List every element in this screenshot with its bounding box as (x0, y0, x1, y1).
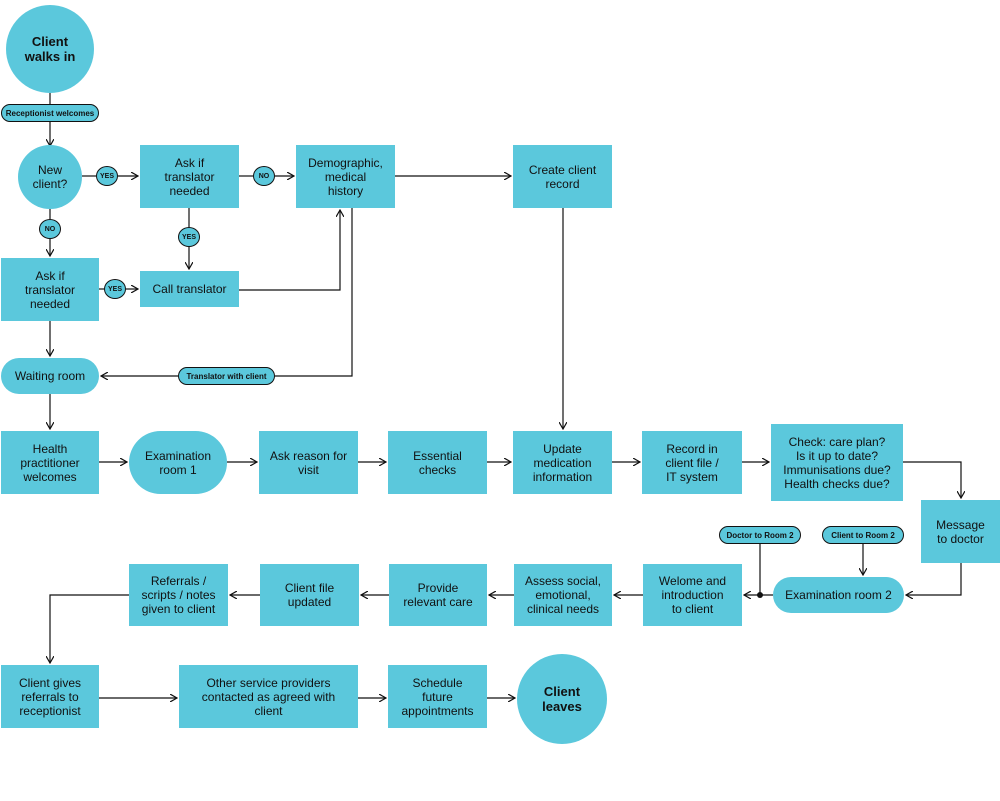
update-medication-box: Update medication information (513, 431, 612, 494)
call-translator-box: Call translator (140, 271, 239, 307)
ask-translator-box-2: Ask if translator needed (1, 258, 99, 321)
create-client-record-box: Create client record (513, 145, 612, 208)
record-client-file-box: Record in client file / IT system (642, 431, 742, 494)
welcome-introduction-box: Welome and introduction to client (643, 564, 742, 626)
ask-reason-box: Ask reason for visit (259, 431, 358, 494)
client-gives-referrals-box: Client gives referrals to receptionist (1, 665, 99, 728)
check-care-plan-box: Check: care plan? Is it up to date? Immu… (771, 424, 903, 501)
assess-needs-box: Assess social, emotional, clinical needs (514, 564, 612, 626)
demographic-history-box: Demographic, medical history (296, 145, 395, 208)
connector-message-exam2 (906, 563, 962, 595)
connector-call-demographic (239, 210, 340, 291)
other-service-providers-box: Other service providers contacted as agr… (179, 665, 358, 728)
client-leaves-node: Client leaves (517, 654, 607, 744)
examination-room-2-node: Examination room 2 (773, 577, 904, 613)
yes-badge-translator-2: YES (104, 279, 126, 299)
yes-badge-translator-1: YES (178, 227, 200, 247)
connector-demographic-translator (275, 208, 353, 377)
schedule-appointments-box: Schedule future appointments (388, 665, 487, 728)
provide-care-box: Provide relevant care (389, 564, 487, 626)
junction-dot (757, 592, 763, 598)
no-badge-translator-1: NO (253, 166, 275, 186)
receptionist-welcomes-tag: Receptionist welcomes (1, 104, 99, 122)
client-file-updated-box: Client file updated (260, 564, 359, 626)
referrals-given-box: Referrals / scripts / notes given to cli… (129, 564, 228, 626)
health-practitioner-box: Health practitioner welcomes (1, 431, 99, 494)
doctor-to-room-2-tag: Doctor to Room 2 (719, 526, 801, 544)
translator-with-client-tag: Translator with client (178, 367, 275, 385)
client-to-room-2-tag: Client to Room 2 (822, 526, 904, 544)
ask-translator-box-1: Ask if translator needed (140, 145, 239, 208)
waiting-room-node: Waiting room (1, 358, 99, 394)
yes-badge-new-client: YES (96, 166, 118, 186)
no-badge-new-client: NO (39, 219, 61, 239)
client-walks-in-node: Client walks in (6, 5, 94, 93)
examination-room-1-node: Examination room 1 (129, 431, 227, 494)
new-client-decision: New client? (18, 145, 82, 209)
essential-checks-box: Essential checks (388, 431, 487, 494)
message-to-doctor-box: Message to doctor (921, 500, 1000, 563)
connector-check-message (903, 461, 961, 498)
connector-referrals-clientgives (50, 594, 129, 663)
